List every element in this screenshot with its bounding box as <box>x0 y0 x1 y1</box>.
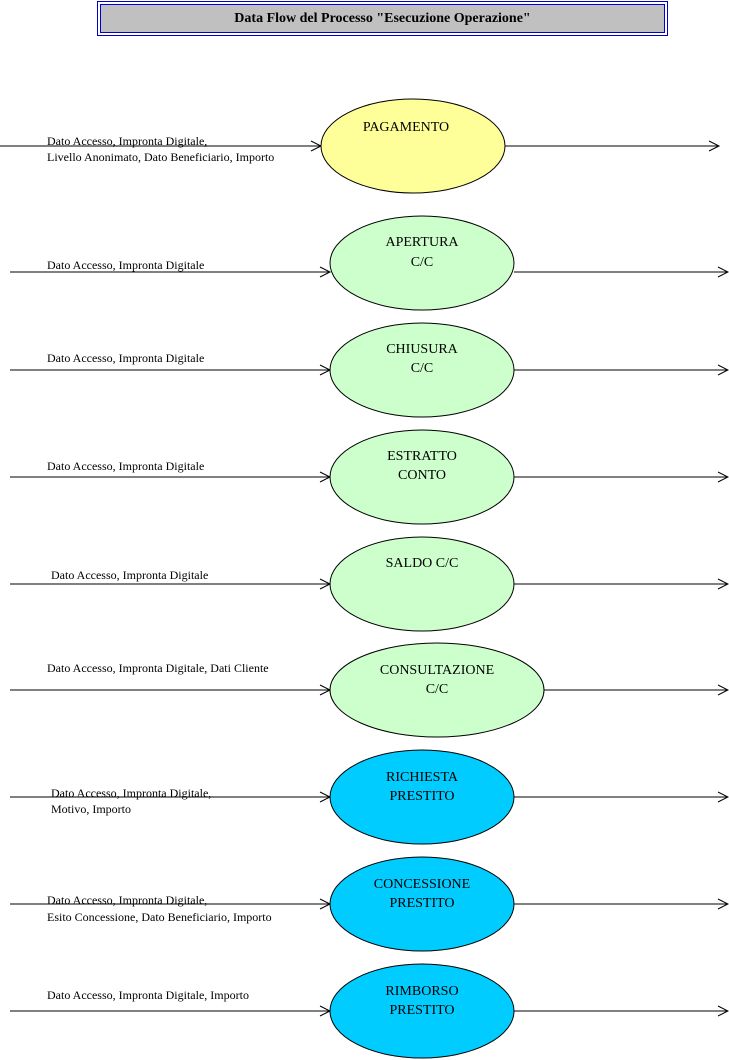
concessione-prestito-input-label: Esito Concessione, Dato Beneficiario, Im… <box>47 910 272 924</box>
saldo-cc-input-label: Dato Accesso, Impronta Digitale <box>51 568 208 582</box>
diagram-title: Data Flow del Processo "Esecuzione Opera… <box>100 4 665 33</box>
chiusura-cc-process-label: C/C <box>411 361 434 376</box>
richiesta-prestito-process-label: RICHIESTA <box>386 770 459 785</box>
concessione-prestito-output-arrowhead <box>717 898 729 910</box>
estratto-conto-process-ellipse <box>329 429 515 525</box>
saldo-cc-process-ellipse <box>329 536 515 632</box>
estratto-conto-input-label: Dato Accesso, Impronta Digitale <box>47 459 204 473</box>
consultazione-cc-process-ellipse <box>329 642 545 738</box>
estratto-conto-output-arrowhead <box>717 471 729 483</box>
concessione-prestito-process-label: PRESTITO <box>389 896 454 911</box>
richiesta-prestito-process-label: PRESTITO <box>389 789 454 804</box>
richiesta-prestito-input-label: Dato Accesso, Impronta Digitale, <box>51 786 211 800</box>
rimborso-prestito-process-label: PRESTITO <box>389 1003 454 1018</box>
rimborso-prestito-process-ellipse <box>329 963 515 1059</box>
chiusura-cc-process-ellipse <box>329 322 515 418</box>
consultazione-cc-input-label: Dato Accesso, Impronta Digitale, Dati Cl… <box>47 661 269 675</box>
apertura-cc-process-label: C/C <box>411 255 434 270</box>
pagamento-process-label: PAGAMENTO <box>363 120 449 135</box>
concessione-prestito-process-label: CONCESSIONE <box>374 877 470 892</box>
estratto-conto-process-label: CONTO <box>398 468 446 483</box>
apertura-cc-process-label: APERTURA <box>385 235 459 250</box>
consultazione-cc-process-label: C/C <box>426 682 449 697</box>
consultazione-cc-output-arrowhead <box>717 684 729 696</box>
saldo-cc-process-label: SALDO C/C <box>386 556 459 571</box>
chiusura-cc-input-label: Dato Accesso, Impronta Digitale <box>47 351 204 365</box>
pagamento-output-arrowhead <box>708 140 721 152</box>
consultazione-cc-process-label: CONSULTAZIONE <box>380 663 494 678</box>
concessione-prestito-input-label: Dato Accesso, Impronta Digitale, <box>47 893 207 907</box>
apertura-cc-input-arrowhead <box>319 266 332 278</box>
rimborso-prestito-process-label: RIMBORSO <box>385 984 458 999</box>
rimborso-prestito-input-label: Dato Accesso, Impronta Digitale, Importo <box>47 988 249 1002</box>
richiesta-prestito-input-label: Motivo, Importo <box>51 802 131 816</box>
richiesta-prestito-output-arrowhead <box>717 791 729 803</box>
apertura-cc-output-arrowhead <box>717 266 729 278</box>
chiusura-cc-process-label: CHIUSURA <box>386 342 458 357</box>
richiesta-prestito-process-ellipse <box>329 749 515 845</box>
rimborso-prestito-output-arrowhead <box>717 1005 729 1017</box>
chiusura-cc-output-arrowhead <box>717 364 729 376</box>
apertura-cc-process-ellipse <box>329 215 515 311</box>
estratto-conto-process-label: ESTRATTO <box>387 449 457 464</box>
pagamento-input-label: Dato Accesso, Impronta Digitale, <box>47 134 207 148</box>
title-box: Data Flow del Processo "Esecuzione Opera… <box>97 1 668 36</box>
saldo-cc-output-arrowhead <box>717 578 729 590</box>
apertura-cc-input-label: Dato Accesso, Impronta Digitale <box>47 258 204 272</box>
pagamento-process-ellipse <box>320 98 506 194</box>
concessione-prestito-process-ellipse <box>329 856 515 952</box>
pagamento-input-label: Livello Anonimato, Dato Beneficiario, Im… <box>47 150 274 164</box>
